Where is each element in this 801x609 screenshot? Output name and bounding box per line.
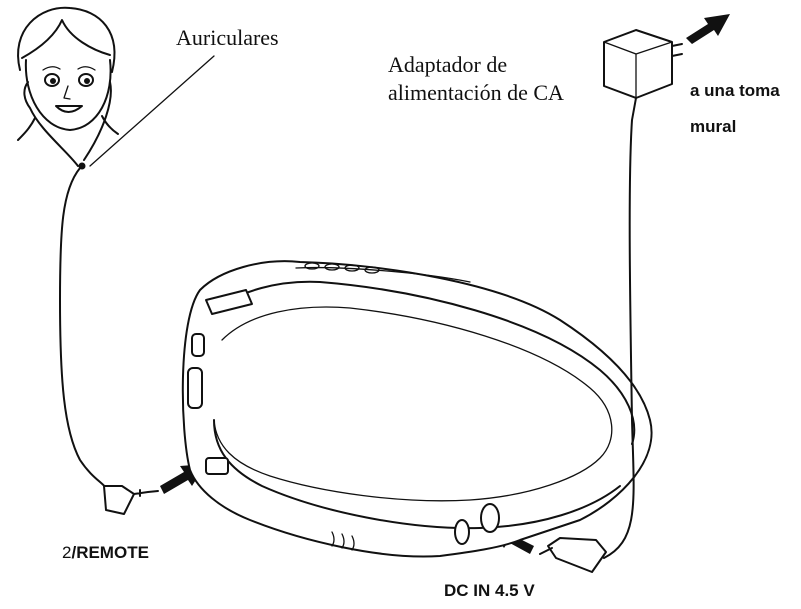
dc-in-label: DC IN 4.5 V: [444, 581, 535, 600]
person-face-illustration: [17, 6, 119, 141]
arrow-wall-icon: [686, 14, 730, 44]
remote-jack-number: 2: [62, 543, 72, 562]
headphones-label: Auriculares: [176, 25, 279, 50]
wall-outlet-label-line2: mural: [690, 117, 737, 136]
remote-jack-label: 2/REMOTE: [62, 538, 149, 568]
earphones-illustration: [23, 81, 159, 515]
ac-adaptor-label-line1: Adaptador de: [388, 52, 508, 77]
wall-outlet-label-line1: a una toma: [690, 81, 780, 100]
headphones-leader-line: [89, 55, 215, 167]
ac-adaptor-label-line2: alimentación de CA: [388, 80, 564, 105]
ac-adaptor-illustration: [539, 29, 683, 573]
cd-player-illustration: [181, 260, 653, 558]
remote-jack-text: /REMOTE: [71, 543, 149, 562]
